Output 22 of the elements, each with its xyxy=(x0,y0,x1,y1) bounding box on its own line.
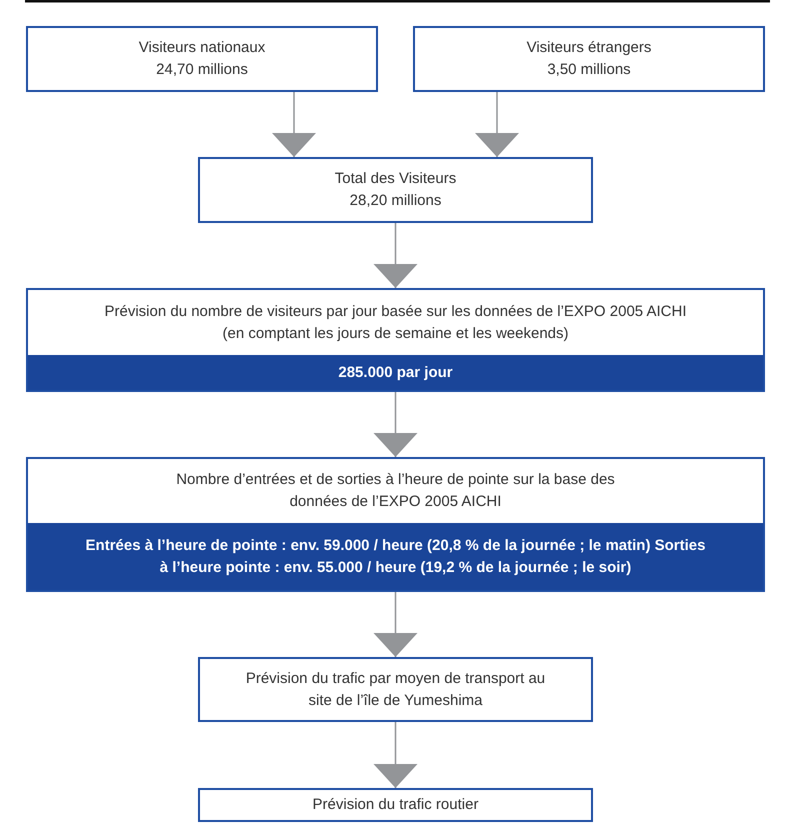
process-box xyxy=(198,788,593,822)
result-band: 285.000 par jour xyxy=(28,355,763,390)
arrow xyxy=(475,92,519,157)
box-text: Prévision du nombre de visiteurs par jour basée sur les données de l’EXPO 2005 AICHI (en comptant les jours de semaine et les weekends) xyxy=(104,302,688,344)
box-text: Prévision du trafic routier xyxy=(312,795,478,815)
arrow xyxy=(374,592,418,657)
box-text: Nombre d’entrées et de sorties à l’heure de pointe sur la base des données de l’EXPO 2005 AICHI xyxy=(176,470,616,512)
box-text: Total des Visiteurs 28,20 millions xyxy=(334,169,458,211)
box-text: Visiteurs étrangers 3,50 millions xyxy=(526,38,652,80)
arrow xyxy=(272,92,316,157)
process-box xyxy=(26,26,378,92)
arrow xyxy=(374,722,418,788)
process-box xyxy=(198,157,593,223)
process-box xyxy=(26,288,765,392)
process-box xyxy=(413,26,765,92)
arrow xyxy=(374,223,418,288)
box-text: Prévision du trafic par moyen de transport au site de l’île de Yumeshima xyxy=(246,668,546,710)
result-band: Entrées à l’heure de pointe : env. 59.000 / heure (20,8 % de la journée ; le matin) Sorties à l’heure pointe : env. 55.000 / heure (19,2 % de la journée ; le soir) xyxy=(28,523,763,590)
box-text: Visiteurs nationaux 24,70 millions xyxy=(138,38,266,80)
process-box xyxy=(26,457,765,592)
arrow xyxy=(374,392,418,457)
process-box xyxy=(198,657,593,722)
